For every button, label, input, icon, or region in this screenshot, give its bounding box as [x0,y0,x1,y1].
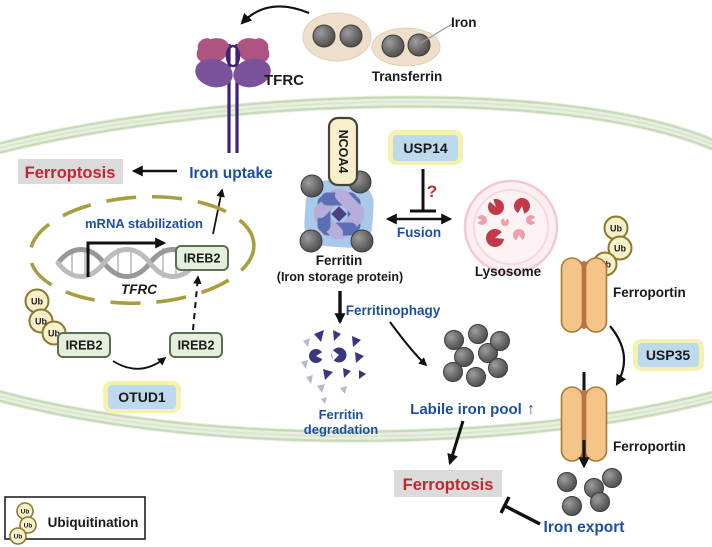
iron-dot [443,362,463,382]
iron-dot [590,492,610,512]
iron-pointer-line [420,23,453,44]
transferrin-molecules [302,12,453,67]
iron-dot [299,229,323,253]
ncoa4-box [327,116,359,187]
iron-dot [381,34,405,58]
iron-dot [350,229,374,253]
iron-dot [602,468,622,488]
arrow-transcription [86,237,167,277]
iron-export-label: Iron export [544,519,625,536]
iron-dot [490,331,510,351]
iron-dot [454,347,474,367]
question-mark: ? [427,182,437,201]
ferritin-complex [299,170,374,253]
iron-dot [466,367,486,387]
iron-dot [562,496,582,516]
labile-iron-pool [443,324,510,387]
iron-dot [300,174,324,198]
ferritinophagy-label: Ferritinophagy [346,303,441,318]
degradation-label-line1: Ferritin [319,407,364,422]
lysosome-enzymes [476,196,536,247]
iron-dot [312,24,336,48]
iron-label: Iron [451,15,477,30]
ferroptosis-badge-top [18,159,123,184]
ub-label: Ub [31,297,43,307]
arrow-transferrin-to-tfrc [240,5,310,25]
iron-uptake-label: Iron uptake [189,165,273,182]
ub-label: Ub [24,523,33,530]
increase-arrow: ↑ [527,401,535,418]
arrow-pool-to-ferroptosis [447,420,465,466]
ferroportin-channel-internalized [560,257,608,333]
transferrin-label: Transferrin [372,69,443,84]
iron-dot [557,472,577,492]
labile-iron-pool-label: Labile iron pool [410,401,522,418]
iron-dot [407,33,431,57]
usp14-box [388,130,463,165]
ireb2-box-ubiquitinated [57,332,111,358]
ferroptosis-badge-bottom [394,470,502,497]
mrna-stabilization-label: mRNA stabilization [85,216,203,231]
inhibition-bar-usp14 [410,169,436,213]
iron-dot [444,330,464,350]
arrow-ireb2-to-uptake [212,188,225,235]
ub-circle [607,235,633,261]
usp35-box [633,339,704,371]
tfrc-gene-label: TFRC [121,282,157,297]
iron-dot [468,324,488,344]
ireb2-label-nucleus: IREB2 [184,252,221,266]
arrow-deubiquitination [112,356,167,370]
degradation-label-line2: degradation [304,422,378,437]
inhibition-bar-iron-export [499,496,541,526]
ireb2-box-nucleus [175,245,229,271]
ub-label: Ub [614,244,626,254]
arrow-ferroportin-recycle [609,325,627,386]
legend-box: Ub Ub Ub Ubiquitination [4,496,146,545]
ub-chain-ireb2: Ub Ub Ub [24,288,67,346]
iron-dot [478,343,498,363]
tfrc-label: TFRC [264,72,304,89]
ireb2-label-ubiquitinated: IREB2 [66,339,103,353]
iron-dot [488,358,508,378]
ub-label: Ub [14,534,23,541]
cell-membrane-top [0,95,712,155]
ncoa4-label: NCOA4 [336,130,350,174]
arrow-to-iron-pool [389,321,428,367]
tfrc-receptor [195,38,271,153]
ferritin-fragments [301,330,366,404]
ub-label: Ub [610,224,622,234]
arrow-ireb2-to-nucleus-dashed [192,275,202,331]
lysosome [463,179,559,275]
lysosome-label: Lysosome [475,264,542,279]
cell-membrane-bottom [0,389,712,443]
nucleus [28,194,256,306]
usp14-label: USP14 [403,140,448,156]
ferroptosis-label-top: Ferroptosis [25,164,116,182]
ireb2-label-free: IREB2 [178,339,215,353]
ub-circle [19,516,37,534]
ub-label: Ub [21,509,30,516]
usp35-label: USP35 [646,347,691,363]
exported-iron [557,468,622,516]
ubiquitination-label: Ubiquitination [48,515,139,530]
ferroptosis-label-bottom: Ferroptosis [403,476,494,494]
ferritin-label: Ferritin [316,253,363,268]
fusion-label: Fusion [397,225,441,240]
iron-dot [339,24,363,48]
ub-label: Ub [35,317,47,327]
ferritin-sublabel: (Iron storage protein) [277,270,403,284]
ferroportin-label-internalized: Ferroportin [613,285,686,300]
otud1-box [103,381,181,413]
ferroportin-label-membrane: Ferroportin [613,439,686,454]
ireb2-box-free [169,332,223,358]
otud1-label: OTUD1 [118,389,166,405]
ub-label: Ub [48,329,60,339]
ub-circle [9,527,27,545]
